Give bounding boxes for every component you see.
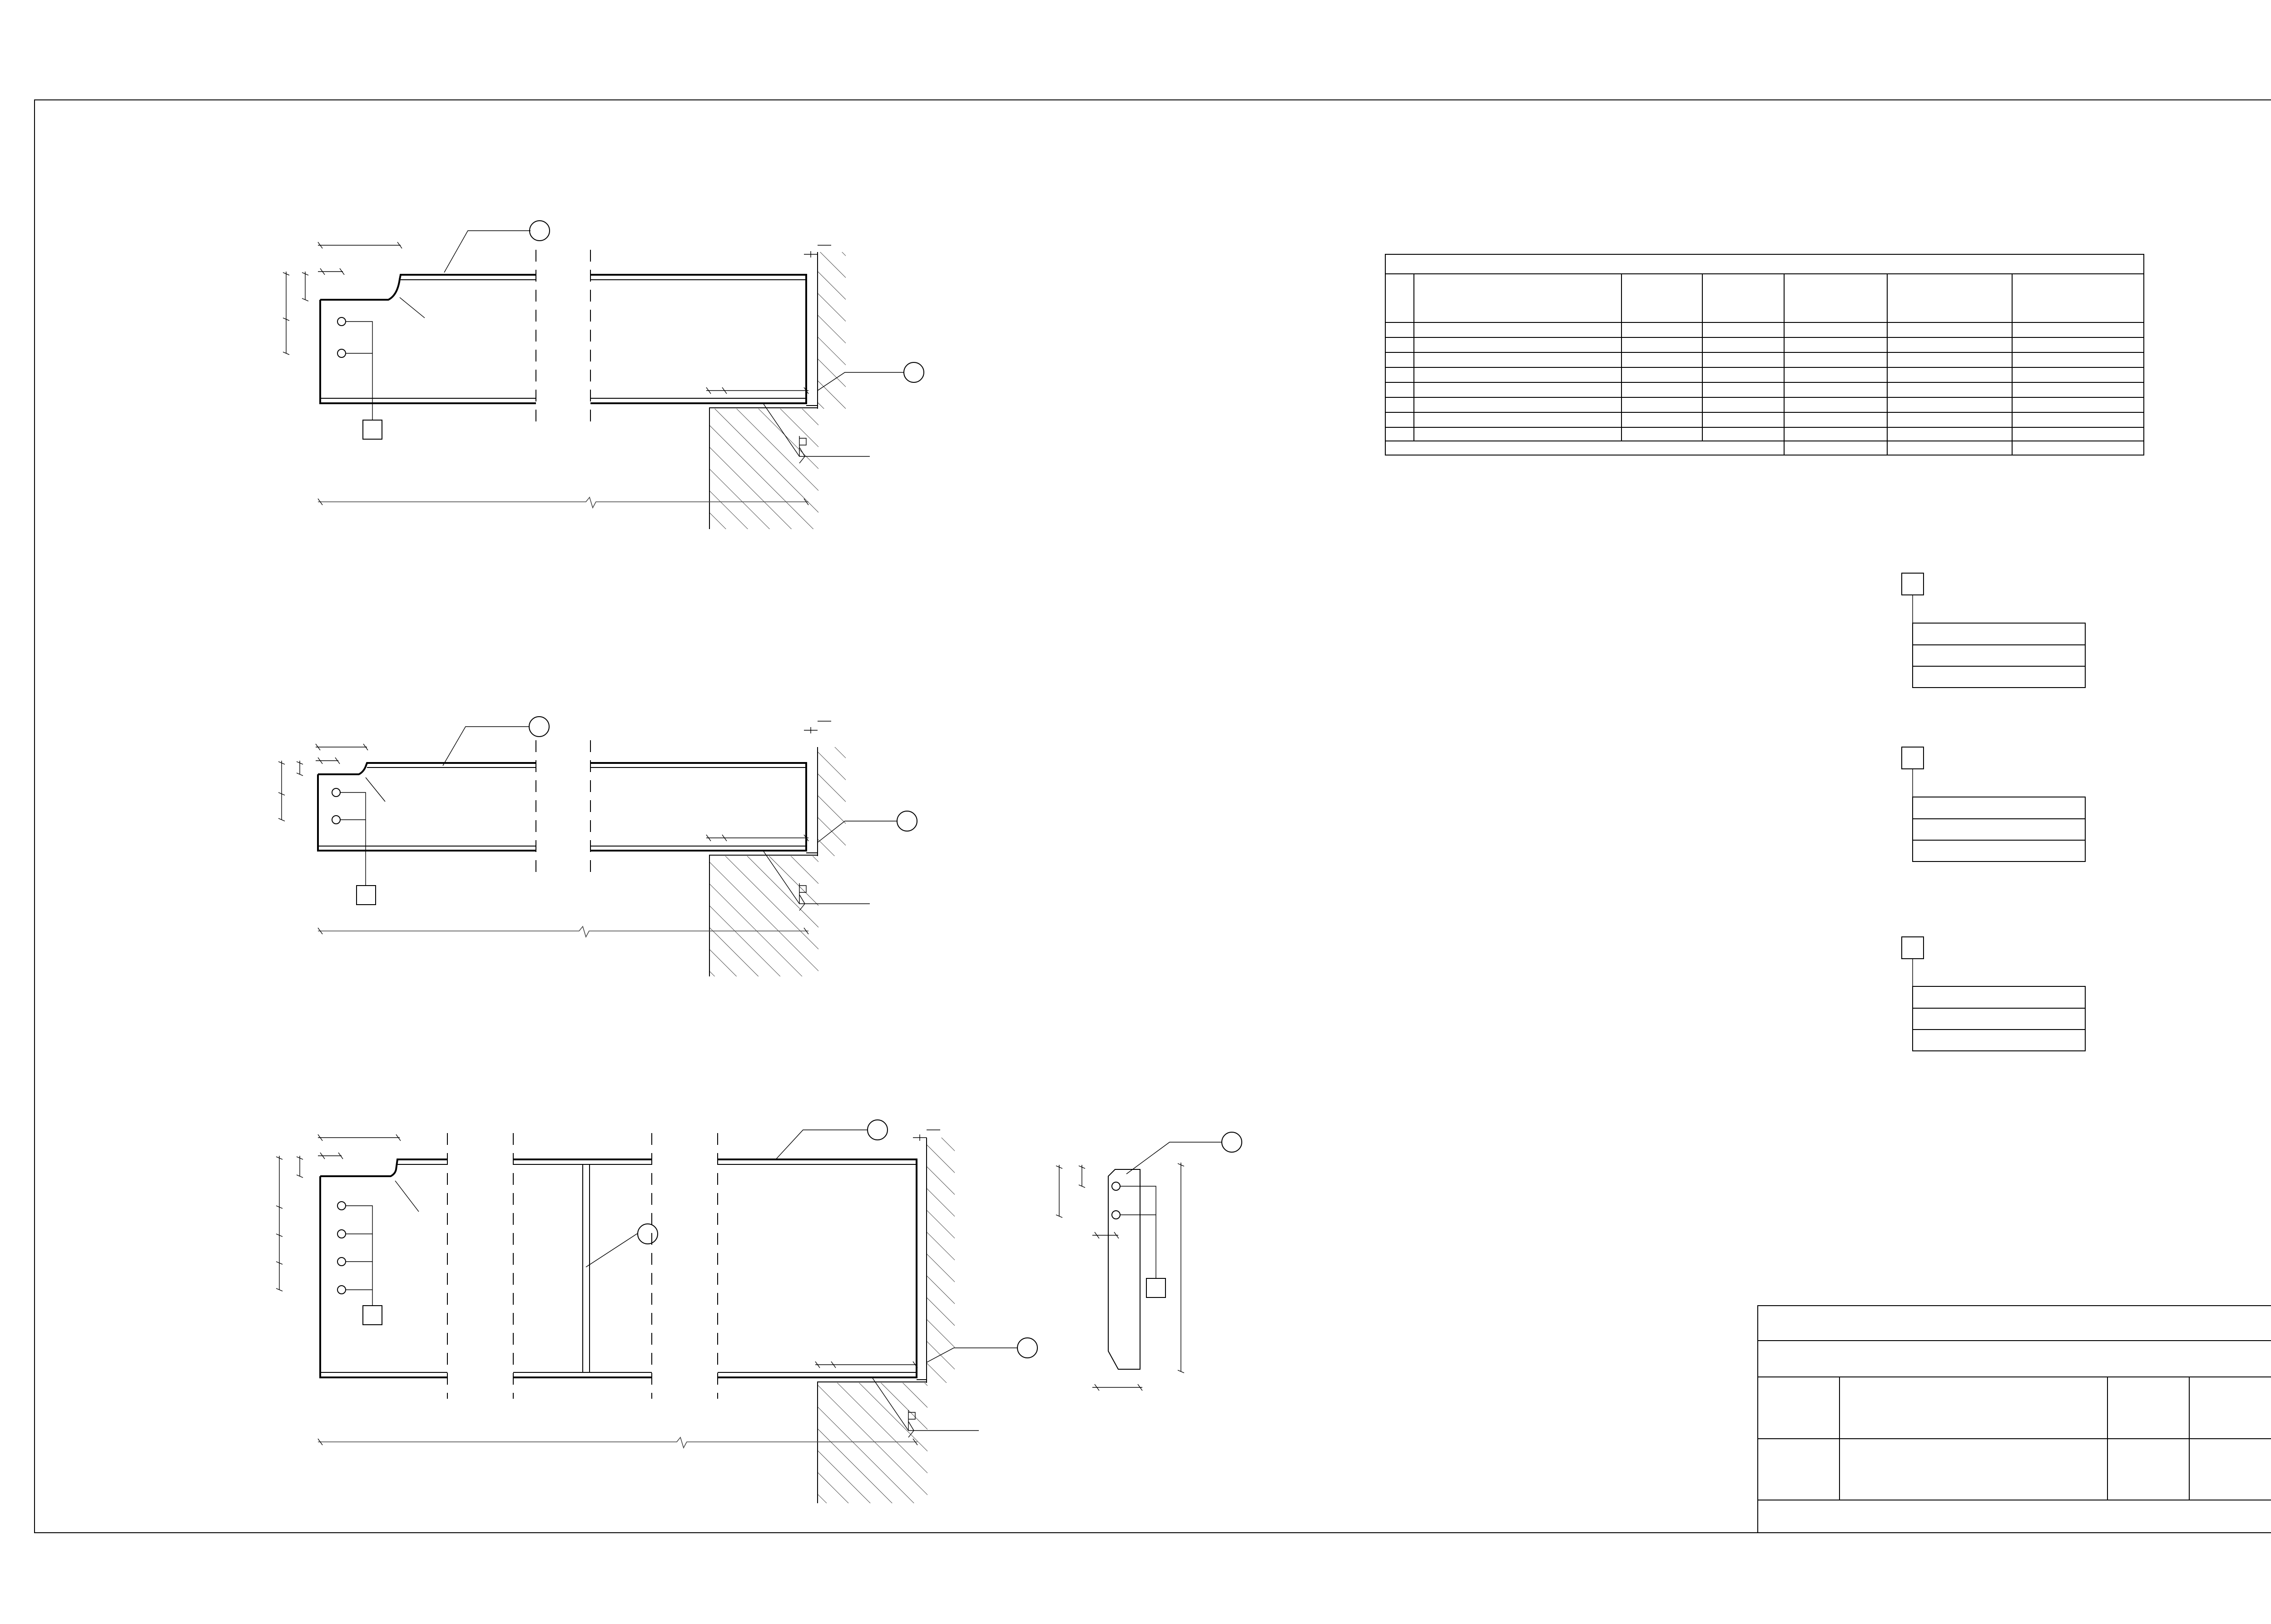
end-plate-detail	[1056, 1132, 1242, 1391]
callout-box-4	[1146, 1278, 1166, 1298]
beam1-top-left	[320, 274, 536, 301]
spec-block-2	[1901, 747, 2086, 862]
spec-box-3	[1901, 936, 1924, 959]
sheet-border	[34, 99, 2271, 1533]
spec-box-1	[1901, 573, 1924, 595]
callout-box-2	[356, 885, 376, 905]
callout-circle-3b	[867, 1119, 888, 1140]
callout-circle-4	[1221, 1132, 1242, 1153]
beam-detail-3	[276, 1119, 1038, 1503]
callout-box-1	[362, 420, 382, 440]
callout-circle-3c	[1017, 1337, 1038, 1358]
callout-circle-3a	[637, 1223, 658, 1244]
schedule-table	[1385, 254, 2144, 456]
spec-block-3	[1901, 936, 2086, 1051]
callout-circle-2b	[897, 811, 917, 832]
callout-circle-1a	[529, 220, 550, 241]
title-block	[1757, 1305, 2271, 1533]
support-hatch-1	[709, 409, 818, 529]
callout-circle-2a	[529, 716, 550, 737]
wall-hatch-1	[818, 252, 846, 409]
spec-block-1	[1901, 573, 2086, 688]
beam-detail-2	[278, 716, 917, 976]
spec-box-2	[1901, 747, 1924, 769]
callout-circle-1b	[903, 362, 924, 383]
callout-box-3	[362, 1305, 382, 1325]
beam1-bottom-left	[319, 300, 536, 404]
beam-detail-1	[283, 220, 924, 529]
